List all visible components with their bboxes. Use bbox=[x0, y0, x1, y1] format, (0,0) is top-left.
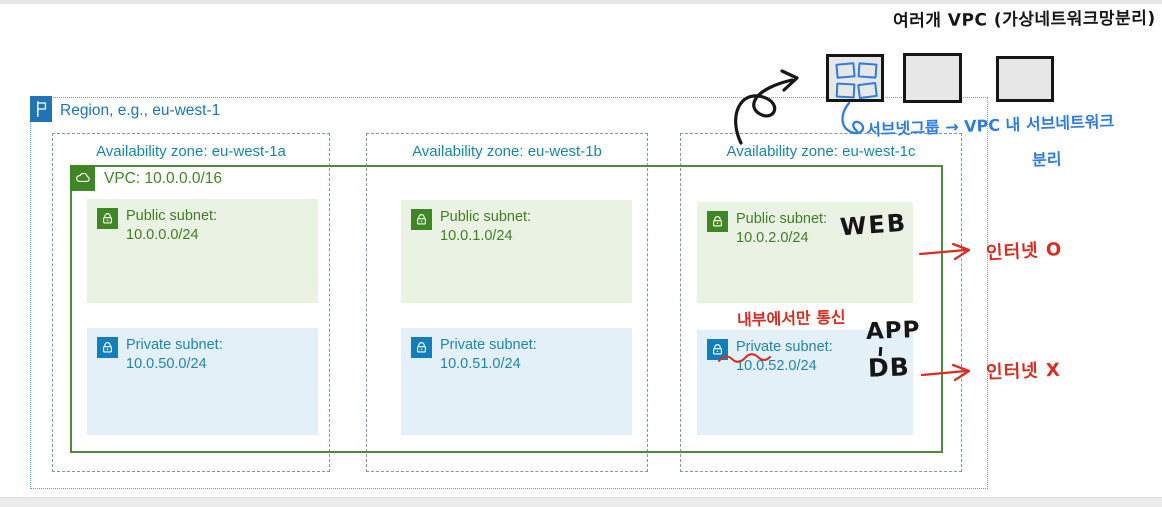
private-subnet-a-cidr: 10.0.50.0/24 bbox=[126, 356, 207, 372]
public-subnet-lock-icon bbox=[411, 209, 432, 230]
sketch-subnet-square bbox=[835, 62, 856, 79]
availability-zone-a: Availability zone: eu-west-1a bbox=[52, 133, 330, 472]
public-subnet-a-title: Public subnet: bbox=[126, 208, 218, 224]
public-subnet-c: Public subnet: 10.0.2.0/24 bbox=[697, 202, 913, 303]
note-internal-only: 내부에서만 통신 bbox=[736, 307, 846, 330]
public-subnet-c-title: Public subnet: bbox=[736, 211, 828, 227]
bottom-divider bbox=[0, 497, 1162, 507]
cloud-glyph bbox=[75, 172, 90, 182]
public-subnet-lock-icon bbox=[707, 211, 728, 232]
note-subnet-group-line2: 분리 bbox=[1031, 149, 1062, 170]
black-curved-arrow-head bbox=[780, 69, 799, 92]
vpc-label: VPC: 10.0.0.0/16 bbox=[104, 170, 223, 187]
private-subnet-a: Private subnet: 10.0.50.0/24 bbox=[87, 328, 318, 435]
public-subnet-lock-icon bbox=[97, 208, 118, 229]
sketch-vpc-box-with-subnets bbox=[826, 54, 884, 102]
vpc-cloud-icon bbox=[70, 165, 95, 191]
region-label: Region, e.g., eu-west-1 bbox=[60, 102, 221, 119]
public-subnet-a: Public subnet: 10.0.0.0/24 bbox=[87, 199, 318, 303]
sketch-vpc-box-2 bbox=[903, 53, 962, 103]
private-subnet-c-title: Private subnet: bbox=[736, 339, 833, 355]
note-internet-no: 인터넷 X bbox=[985, 359, 1062, 384]
availability-zone-a-label: Availability zone: eu-west-1a bbox=[96, 143, 286, 160]
region-flag-icon bbox=[30, 96, 52, 122]
private-subnet-a-title: Private subnet: bbox=[126, 337, 223, 353]
private-subnet-b: Private subnet: 10.0.51.0/24 bbox=[401, 328, 632, 435]
note-internet-yes: 인터넷 O bbox=[985, 239, 1063, 264]
sketch-vpc-box-3 bbox=[996, 56, 1054, 102]
note-web-tier: WEB bbox=[839, 208, 909, 242]
availability-zone-b: Availability zone: eu-west-1b bbox=[366, 133, 648, 472]
availability-zone-b-label: Availability zone: eu-west-1b bbox=[412, 143, 602, 160]
public-subnet-b: Public subnet: 10.0.1.0/24 bbox=[401, 200, 632, 303]
sketch-subnet-square bbox=[835, 82, 856, 99]
note-multiple-vpcs: 여러개 VPC (가상네트워크망분리) bbox=[892, 8, 1156, 32]
note-db-tier: DB bbox=[867, 352, 911, 383]
private-subnet-lock-icon bbox=[411, 337, 432, 358]
public-subnet-c-cidr: 10.0.2.0/24 bbox=[736, 230, 809, 246]
top-divider bbox=[0, 0, 1162, 4]
private-subnet-b-title: Private subnet: bbox=[440, 337, 537, 353]
availability-zone-c-label: Availability zone: eu-west-1c bbox=[726, 143, 916, 160]
note-app-tier: APP bbox=[865, 317, 921, 345]
private-subnet-lock-icon bbox=[97, 337, 118, 358]
private-subnet-c-cidr: 10.0.52.0/24 bbox=[736, 358, 817, 374]
region-container bbox=[30, 97, 988, 489]
public-subnet-b-cidr: 10.0.1.0/24 bbox=[440, 228, 513, 244]
public-subnet-a-cidr: 10.0.0.0/24 bbox=[126, 227, 199, 243]
private-subnet-c: Private subnet: 10.0.52.0/24 bbox=[697, 330, 913, 435]
private-subnet-lock-icon bbox=[707, 339, 728, 360]
public-subnet-b-title: Public subnet: bbox=[440, 209, 532, 225]
availability-zone-c: Availability zone: eu-west-1c bbox=[680, 133, 962, 472]
sketch-subnet-square bbox=[857, 81, 878, 100]
sketch-subnet-square bbox=[857, 62, 878, 79]
flag-glyph bbox=[37, 101, 47, 117]
private-subnet-b-cidr: 10.0.51.0/24 bbox=[440, 356, 521, 372]
